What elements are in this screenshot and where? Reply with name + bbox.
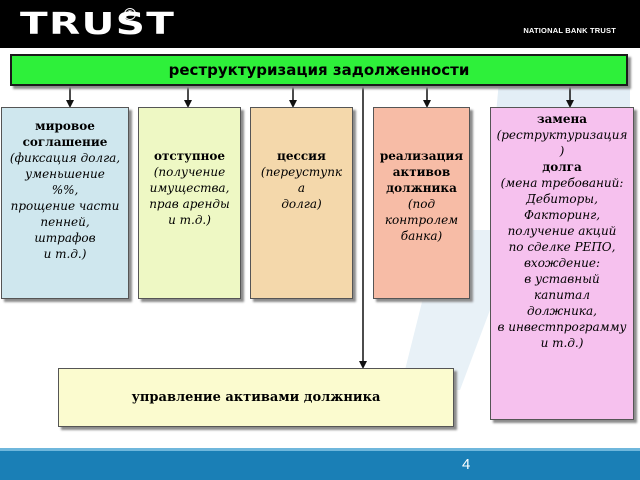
box-detail-line: долга) [281,197,322,211]
box-detail-line: (фиксация долга, [9,151,121,165]
box-title-line: мировое [35,119,95,133]
box-title-line: реализация [379,149,464,163]
box-detail-line: должника, [527,304,597,318]
asset-sale-box: реализация активов должника (под контрол… [373,107,470,299]
box-detail-line: по сделке РЕПО, [508,240,616,254]
box-detail-line: Дебиторы, [526,192,598,206]
box-detail-line: ) [559,144,565,158]
asset-management-box: управление активами должника [58,368,454,427]
box-title-line: активов [392,165,451,179]
box-detail-line: (реструктуризация [496,128,628,142]
page-number: 4 [462,456,471,473]
box-title-line: цессия [277,149,326,163]
box-detail-line: прощение части [10,199,120,213]
box-title-line: замена [536,112,588,126]
box-detail-line: в инвестпрограмму [497,320,627,334]
box-detail-line: и т.д.) [540,336,584,350]
box-detail-line: получение акций [507,224,617,238]
bank-name: NATIONAL BANK TRUST [523,26,616,35]
box-detail-line: контролем [384,213,459,227]
box-title-line: долга [542,160,582,174]
box-detail-line: вхождение: [523,256,601,270]
box-detail-line: (мена требований: [500,176,624,190]
box-detail-line: (получение [153,165,226,179]
box-detail-line: и т.д.) [43,247,87,261]
settlement-agreement-box: мировое соглашение (фиксация долга, умен… [1,107,129,299]
footer-bar [0,451,640,480]
box-title-line: должника [386,181,457,195]
box-detail-line: уменьшение [25,167,105,181]
debt-replacement-box: замена (реструктуризация ) долга (мена т… [490,107,634,420]
restructuring-header-box: реструктуризация задолженности [10,54,628,86]
box-detail-line: и т.д.) [168,213,211,227]
box-detail-line: прав аренды [149,197,230,211]
box-detail-line: пенней, [40,215,90,229]
box-detail-line: (переуступк [260,165,343,179]
box-detail-line: штрафов [34,231,96,245]
registered-icon: ® [124,8,136,20]
box-detail-line: имущества, [149,181,230,195]
compensation-box: отступное (получение имущества, прав аре… [138,107,241,299]
trust-logo: TRUST [20,7,176,42]
assignment-box: цессия (переуступк а долга) [250,107,353,299]
header-bar: TRUST ® NATIONAL BANK TRUST [0,0,640,48]
box-detail-line: а [297,181,306,195]
box-detail-line: банка) [400,229,443,243]
box-title-line: соглашение [22,135,108,149]
box-detail-line: Факторинг, [523,208,601,222]
box-detail-line: %%, [51,183,79,197]
footer-stripe [0,448,640,451]
box-title-line: отступное [153,149,226,163]
box-detail-line: капитал [534,288,590,302]
box-detail-line: (под [407,197,436,211]
box-detail-line: в уставный [524,272,600,286]
